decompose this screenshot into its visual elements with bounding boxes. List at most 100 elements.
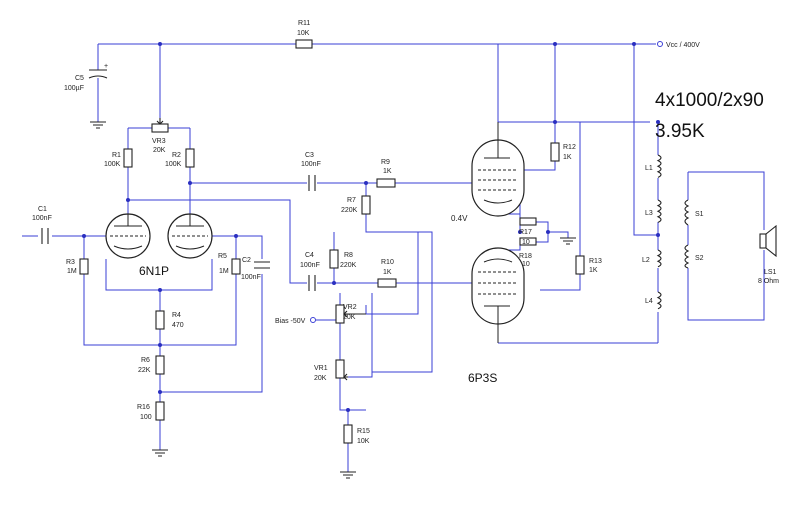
vcc-terminal: Vcc / 400V: [650, 41, 700, 49]
capacitors: +: [41, 63, 316, 291]
r12-val: 1K: [563, 154, 572, 161]
r16-body: [155, 401, 165, 421]
r17-body: [519, 217, 537, 226]
r12-ref: R12: [563, 144, 576, 151]
r7-ref: R7: [347, 197, 356, 204]
r16-ref: R16: [137, 404, 150, 411]
r13-ref: R13: [589, 258, 602, 265]
r17-ref: R17: [519, 229, 532, 236]
l3-ref: L3: [645, 210, 653, 217]
resistors: [79, 39, 585, 444]
r18-ref: R18: [519, 253, 532, 260]
r6-body: [155, 355, 165, 375]
l1-ref: L1: [645, 165, 653, 172]
r10-ref: R10: [381, 259, 394, 266]
r11-body: [295, 39, 313, 49]
r8-body: [329, 249, 339, 269]
annotations: 4x1000/2x90 3.95K 0.4V 6N1P 6P3S: [139, 90, 764, 385]
r8-val: 220K: [340, 262, 357, 269]
r4-ref: R4: [172, 312, 181, 319]
wires: [22, 43, 765, 472]
l2-ref: L2: [642, 257, 650, 264]
c2-val: 100nF: [241, 274, 261, 281]
r18-val: 10: [522, 261, 530, 268]
vcc-label: Vcc / 400V: [666, 42, 700, 49]
bias-voltage-note: 0.4V: [451, 214, 468, 223]
vr1-ref: VR1: [314, 365, 328, 372]
vr1-val: 20K: [314, 375, 327, 382]
r18-body: [519, 237, 537, 246]
c2-cap: [254, 261, 270, 269]
vr2-ref: VR2: [343, 304, 357, 311]
component-labels: R11 10K C5 100µF VR3 20K R1 100K R2 100K…: [32, 20, 779, 445]
s1-ref: S1: [695, 211, 704, 218]
junctions: [82, 42, 660, 412]
r12-body: [550, 142, 560, 162]
r7-body: [361, 195, 371, 215]
s2-ref: S2: [695, 255, 704, 262]
vr2-val: 20K: [343, 314, 356, 321]
speaker-icon: [759, 224, 777, 258]
driver-tube-left: [105, 213, 151, 259]
r10-body: [377, 278, 397, 288]
r3-val: 1M: [67, 268, 77, 275]
r6-ref: R6: [141, 357, 150, 364]
ls1-ref: LS1: [764, 269, 777, 276]
vr2-pot: [335, 304, 366, 324]
r9-val: 1K: [383, 168, 392, 175]
r2-ref: R2: [172, 152, 181, 159]
r2-body: [185, 148, 195, 168]
c5-cap: +: [88, 63, 108, 90]
driver-tube-right: [167, 213, 213, 259]
output-transformer: [656, 154, 690, 310]
vr3-val: 20K: [153, 147, 166, 154]
r9-body: [376, 178, 396, 188]
r6-val: 22K: [138, 367, 151, 374]
vr3-pot: [151, 118, 169, 133]
driver-tube-label: 6N1P: [139, 264, 169, 278]
r11-ref: R11: [298, 20, 310, 27]
r5-ref: R5: [218, 253, 227, 260]
transformer-ratio-note: 4x1000/2x90: [655, 90, 764, 111]
r16-val: 100: [140, 414, 152, 421]
ground-r15: [340, 471, 356, 479]
output-tube-bottom: [471, 247, 525, 343]
r13-val: 1K: [589, 267, 598, 274]
r15-body: [343, 424, 353, 444]
ground-c5: [90, 121, 106, 129]
r4-body: [155, 310, 165, 330]
c1-ref: C1: [38, 206, 47, 213]
c3-ref: C3: [305, 152, 314, 159]
r2-val: 100K: [165, 161, 182, 168]
potentiometers: [151, 118, 366, 381]
vr3-ref: VR3: [152, 138, 166, 145]
r11-val: 10K: [297, 30, 310, 37]
output-tube-top: [471, 122, 525, 217]
c4-ref: C4: [305, 252, 314, 259]
r3-ref: R3: [66, 259, 75, 266]
r10-val: 1K: [383, 269, 392, 276]
l4-ref: L4: [645, 298, 653, 305]
bias-terminal: Bias -50V: [275, 317, 316, 325]
r1-ref: R1: [112, 152, 121, 159]
bias-label: Bias -50V: [275, 318, 306, 325]
c2-ref: C2: [242, 257, 251, 264]
c4-val: 100nF: [300, 262, 320, 269]
r8-ref: R8: [344, 252, 353, 259]
r9-ref: R9: [381, 159, 390, 166]
r5-body: [231, 258, 241, 275]
c1-cap: [41, 228, 49, 244]
vr1-pot: [335, 359, 348, 381]
ls1-val: 8 Ohm: [758, 278, 779, 285]
r15-ref: R15: [357, 428, 370, 435]
r1-val: 100K: [104, 161, 121, 168]
r13-body: [575, 255, 585, 275]
ground-output-cathode: [560, 237, 576, 245]
ground-r16: [152, 449, 168, 457]
r5-val: 1M: [219, 268, 229, 275]
r4-val: 470: [172, 322, 184, 329]
r17-val: 10: [522, 239, 530, 246]
r7-val: 220K: [341, 207, 358, 214]
impedance-note: 3.95K: [655, 121, 705, 142]
